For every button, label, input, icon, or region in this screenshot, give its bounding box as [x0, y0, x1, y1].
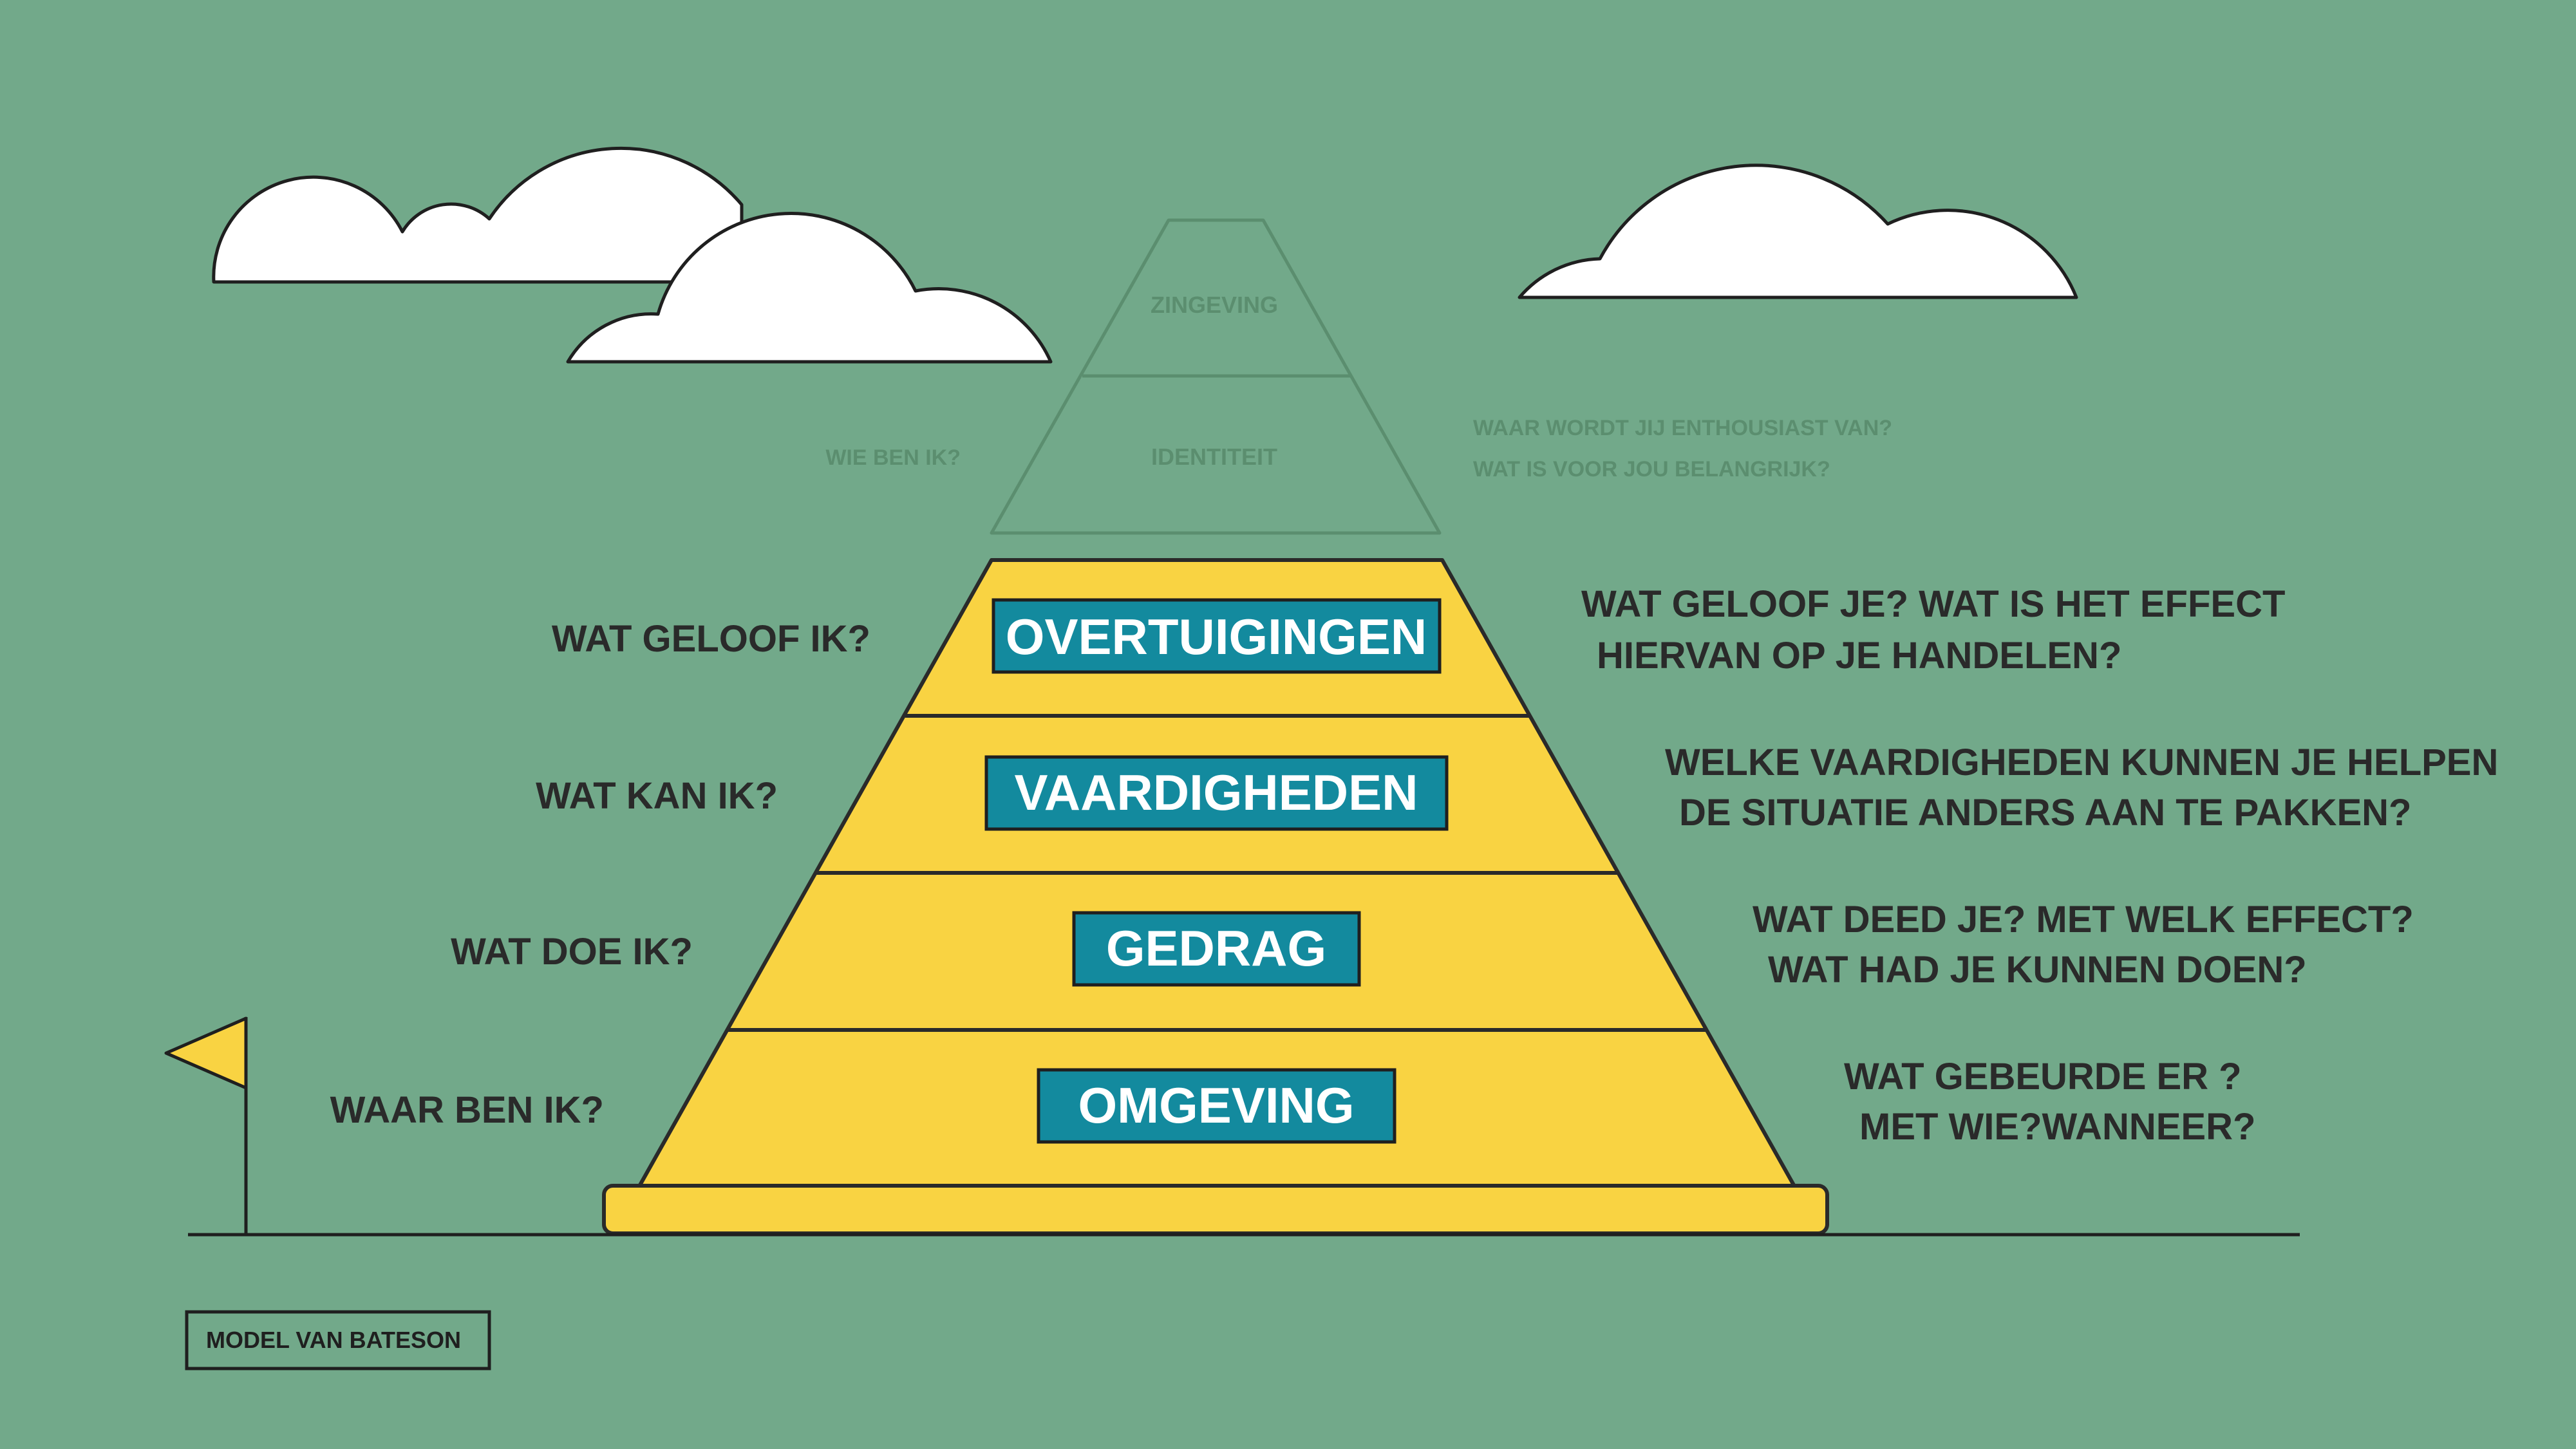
- right-question-line-2: DE SITUATIE ANDERS AAN TE PAKKEN?: [1679, 792, 2412, 834]
- level-label-box: [1072, 911, 1361, 987]
- faded-right-question-line-1: WAAR WORDT JIJ ENTHOUSIAST VAN?: [1473, 416, 1892, 440]
- level-label: OVERTUIGINGEN: [1006, 608, 1427, 665]
- level-label: VAARDIGHEDEN: [1015, 764, 1418, 821]
- level-label-box: [992, 598, 1442, 674]
- faded-left-question: WIE BEN IK?: [825, 445, 961, 470]
- right-question-line-1: WAT GEBEURDE ER ?: [1844, 1056, 2242, 1098]
- left-question: WAT KAN IK?: [536, 775, 778, 817]
- caption-text: MODEL VAN BATESON: [206, 1327, 461, 1353]
- pyramid-base: [602, 1184, 1829, 1235]
- pyramid: [602, 558, 1829, 1235]
- right-question-line-2: HIERVAN OP JE HANDELEN?: [1597, 635, 2121, 677]
- level-label: GEDRAG: [1106, 920, 1326, 977]
- faded-pyramid-top: ZINGEVING IDENTITEIT WIE BEN IK? WAAR WO…: [825, 218, 1892, 535]
- level-label-box: [984, 755, 1449, 831]
- right-question-line-1: WAT GELOOF JE? WAT IS HET EFFECT: [1581, 583, 2285, 625]
- identiteit-label: IDENTITEIT: [1151, 444, 1277, 470]
- left-question: WAT DOE IK?: [451, 931, 693, 973]
- right-question-line-1: WAT DEED JE? MET WELK EFFECT?: [1753, 899, 2414, 940]
- left-question: WAAR BEN IK?: [330, 1089, 604, 1131]
- level-overtuigingen: OVERTUIGINGEN WAT GELOOF IK? WAT GELOOF …: [552, 583, 2286, 677]
- level-omgeving: OMGEVING WAAR BEN IK? WAT GEBEURDE ER ? …: [330, 1056, 2256, 1148]
- level-gedrag: GEDRAG WAT DOE IK? WAT DEED JE? MET WELK…: [451, 899, 2414, 991]
- faded-right-question-line-2: WAT IS VOOR JOU BELANGRIJK?: [1473, 457, 1830, 481]
- right-question-line-2: WAT HAD JE KUNNEN DOEN?: [1768, 949, 2307, 991]
- model-caption: MODEL VAN BATESON: [185, 1310, 491, 1370]
- level-label-box: [1037, 1068, 1396, 1144]
- right-question-line-2: MET WIE?WANNEER?: [1859, 1106, 2255, 1148]
- flag-icon: [164, 1016, 248, 1235]
- zingeving-label: ZINGEVING: [1151, 292, 1278, 318]
- cloud-icon: [1518, 164, 2078, 299]
- cloud-icon: [212, 146, 744, 284]
- level-label: OMGEVING: [1078, 1077, 1354, 1134]
- left-question: WAT GELOOF IK?: [552, 618, 870, 660]
- right-question-line-1: WELKE VAARDIGHEDEN KUNNEN JE HELPEN: [1665, 742, 2498, 783]
- level-vaardigheden: VAARDIGHEDEN WAT KAN IK? WELKE VAARDIGHE…: [536, 742, 2498, 834]
- cloud-icon: [566, 212, 1053, 364]
